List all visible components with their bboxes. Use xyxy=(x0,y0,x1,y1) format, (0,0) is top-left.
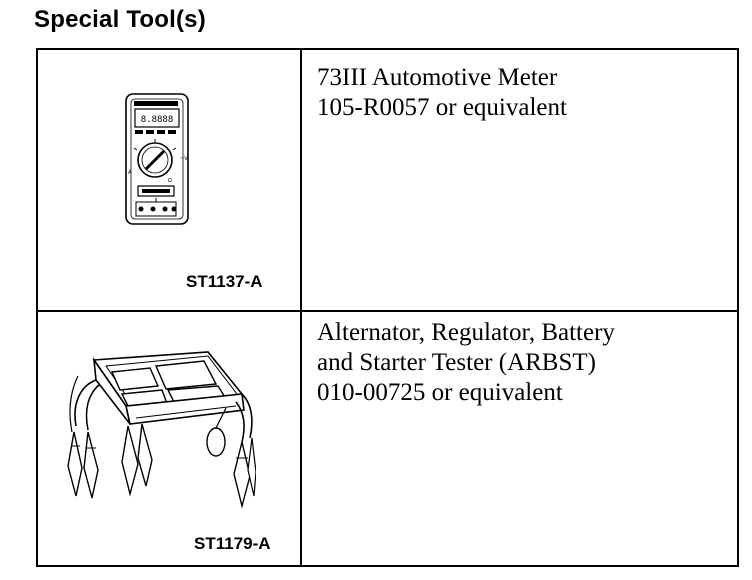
special-tools-table: 8.8888 ~V A Ω xyxy=(36,48,739,567)
page-heading: Special Tool(s) xyxy=(34,6,206,33)
tool-description-cell: Alternator, Regulator, Battery and Start… xyxy=(304,312,737,565)
tool-image-cell: 8.8888 ~V A Ω xyxy=(38,50,302,310)
tool-image-cell: ST1179-A xyxy=(38,312,302,565)
battery-tester-illustration xyxy=(67,351,256,509)
tool-caption: ST1137-A xyxy=(186,272,263,291)
tool-name-line-1: Alternator, Regulator, Battery xyxy=(317,319,615,346)
tool-row-arbst-tester: ST1179-A Alternator, Regulator, Battery … xyxy=(38,312,737,565)
svg-text:8.8888: 8.8888 xyxy=(141,115,174,125)
tool-part-number: 105-R0057 or equivalent xyxy=(317,94,567,121)
svg-text:A: A xyxy=(128,170,132,176)
tool-part-number: 010-00725 or equivalent xyxy=(317,379,563,406)
tool-row-automotive-meter: 8.8888 ~V A Ω xyxy=(38,50,737,312)
multimeter-illustration: 8.8888 ~V A Ω xyxy=(125,93,189,225)
tool-description-cell: 73III Automotive Meter 105-R0057 or equi… xyxy=(304,50,737,310)
tool-name: 73III Automotive Meter xyxy=(317,64,558,91)
svg-text:Ω: Ω xyxy=(168,178,172,184)
tool-caption: ST1179-A xyxy=(194,534,271,553)
tool-name-line-2: and Starter Tester (ARBST) xyxy=(317,349,596,376)
svg-text:~V: ~V xyxy=(180,156,188,162)
